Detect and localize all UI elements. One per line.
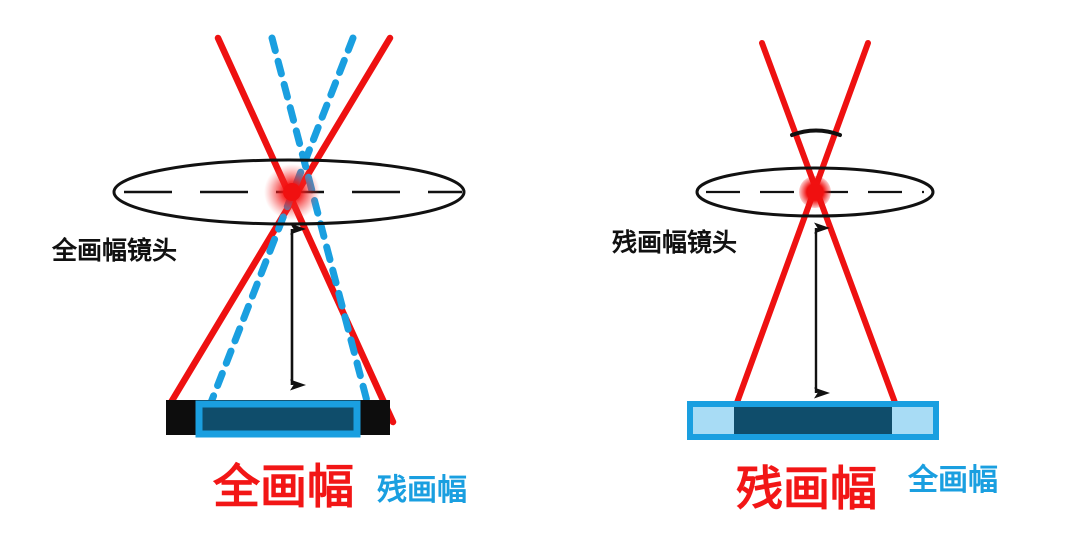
lens-label-right: 残画幅镜头 bbox=[612, 228, 737, 257]
caption-primary-left: 全画幅 bbox=[212, 460, 354, 515]
full-frame-lens-panel: 全画幅镜头 全画幅 残画幅 bbox=[51, 34, 467, 515]
focus-point-glow-icon bbox=[264, 164, 320, 220]
ray-line-left-down bbox=[759, 40, 900, 411]
caption-secondary-right: 全画幅 bbox=[907, 463, 998, 498]
ray-line-left-down bbox=[214, 34, 397, 426]
caption-primary-right: 残画幅 bbox=[736, 462, 877, 517]
crop-frame-dashed-cone bbox=[206, 34, 372, 409]
dark-crop-sensor-area bbox=[734, 407, 892, 434]
lens-label-left: 全画幅镜头 bbox=[51, 236, 177, 265]
dashed-ray-left bbox=[268, 34, 372, 409]
ray-line-right-down bbox=[732, 40, 871, 411]
dashed-ray-right bbox=[206, 34, 357, 409]
sensor-assembly-left bbox=[166, 400, 390, 438]
focus-point-glow-icon bbox=[799, 176, 831, 208]
crop-frame-lens-panel: 残画幅镜头 残画幅 全画幅 bbox=[612, 40, 998, 517]
image-circle-arc-icon bbox=[790, 128, 842, 137]
blue-crop-sensor-overlay bbox=[195, 400, 361, 438]
caption-secondary-left: 残画幅 bbox=[377, 473, 467, 508]
sensor-assembly-right bbox=[687, 401, 939, 440]
